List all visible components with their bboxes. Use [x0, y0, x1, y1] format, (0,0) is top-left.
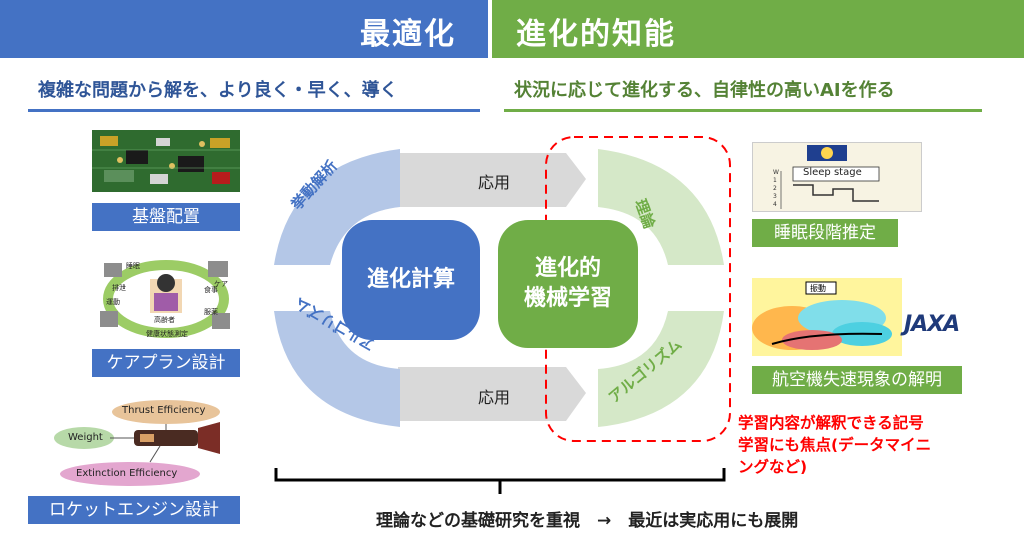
left-underline [28, 109, 480, 112]
right-bottom-arc [598, 311, 724, 427]
care-label-excretion: 排泄 [112, 284, 126, 292]
sleep-axis-2: 2 [773, 185, 777, 192]
circuit-board-image [92, 130, 240, 192]
optimization-title: 最適化 [360, 17, 456, 52]
bottom-arrow-label: 応用 [478, 388, 511, 407]
note-line-3: ングなど) [738, 458, 808, 476]
interpretability-focus-region [545, 136, 731, 442]
optimization-subtitle: 複雑な問題から解を、より良く・早く、導く [38, 80, 398, 101]
weight-label: Weight [68, 432, 103, 443]
evolution-cycle-diagram [274, 136, 731, 442]
care-label-sleep: 睡眠 [126, 262, 140, 270]
caption-rocket-engine: ロケットエンジン設計 [28, 496, 240, 524]
circuit-board-icon [92, 130, 240, 192]
top-application-arrow [398, 153, 586, 207]
sleep-axis-1: 1 [773, 177, 777, 184]
right-top-arc [598, 149, 724, 265]
sleep-stage-image: Sleep stage W 1 2 3 4 [752, 142, 922, 212]
optimization-header: 最適化 [0, 0, 488, 58]
note-line-2: 学習にも焦点(データマイニ [738, 436, 932, 454]
sleep-axis-3: 3 [773, 193, 777, 200]
rocket-engine-icon [54, 400, 220, 486]
top-arrow-label: 応用 [478, 173, 511, 192]
caption-care-plan: ケアプラン設計 [92, 349, 240, 377]
caption-aircraft-stall: 航空機失速現象の解明 [752, 366, 962, 394]
vibration-label: 振動 [810, 284, 826, 293]
care-label-medicine: 服薬 [204, 308, 218, 316]
evolutionary-intelligence-header: 進化的知能 [492, 0, 1024, 58]
research-focus-statement: 理論などの基礎研究を重視 → 最近は実応用にも展開 [376, 511, 799, 531]
evolutionary-computation-label: 進化計算 [366, 267, 455, 292]
care-plan-cycle-icon [100, 260, 230, 338]
evolutionary-intelligence-title: 進化的知能 [516, 17, 676, 52]
extinction-efficiency-label: Extinction Efficiency [76, 468, 178, 479]
care-label-elderly: 高齢者 [154, 316, 175, 324]
sleep-stage-chart-title: Sleep stage [803, 167, 862, 178]
bottom-bracket [274, 468, 726, 494]
evolutionary-intelligence-subtitle: 状況に応じて進化する、自律性の高いAIを作る [514, 80, 895, 101]
interpretability-note: 学習内容が解釈できる記号 学習にも焦点(データマイニ ングなど) [738, 412, 1022, 478]
note-line-1: 学習内容が解釈できる記号 [738, 414, 924, 432]
care-label-meal: 食事 [204, 286, 218, 294]
care-label-exercise: 運動 [106, 298, 120, 306]
evolutionary-ml-box: 進化的 機械学習 [498, 220, 638, 348]
left-bottom-arc [274, 311, 400, 427]
evolutionary-ml-label-line1: 進化的 [534, 256, 601, 281]
left-top-arc [274, 149, 400, 265]
airflow-simulation-image: 振動 [752, 278, 902, 356]
caption-board-layout: 基盤配置 [92, 203, 240, 231]
evolutionary-computation-box: 進化計算 [342, 220, 480, 340]
thrust-efficiency-label: Thrust Efficiency [122, 405, 206, 416]
sleep-stage-graph-icon [753, 143, 921, 211]
evolutionary-ml-label-line2: 機械学習 [523, 286, 612, 311]
airflow-contour-icon [752, 278, 902, 356]
jaxa-logo: JAXA [904, 312, 960, 337]
caption-sleep-stage: 睡眠段階推定 [752, 219, 898, 247]
care-plan-image: 高齢者 健康状態測定 運動 排泄 食事 服薬 睡眠 ケア [96, 255, 236, 339]
care-label-care: ケア [214, 280, 228, 288]
rocket-engine-image: Thrust Efficiency Weight Extinction Effi… [50, 398, 240, 490]
sleep-axis-4: 4 [773, 201, 777, 208]
right-underline [504, 109, 982, 112]
sleep-axis-w: W [773, 169, 779, 176]
care-label-health: 健康状態測定 [146, 330, 188, 338]
bottom-application-arrow [398, 367, 586, 421]
